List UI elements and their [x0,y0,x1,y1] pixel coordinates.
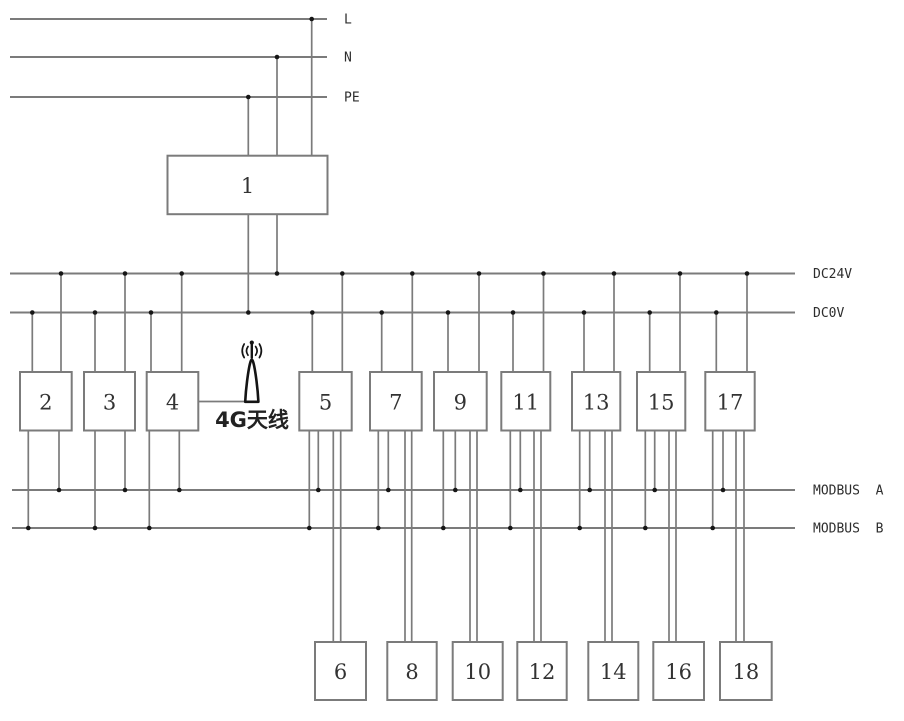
junction-dot [453,487,458,493]
device-box-6 [314,641,367,701]
device-box-1 [166,154,329,216]
junction-dot [376,525,381,531]
device-box-14-label: 14 [600,660,627,684]
antenna-icon: 4G天线 [198,340,289,432]
junction-dot [720,487,726,493]
junction-dot [581,310,587,315]
junction-dot [58,271,64,276]
bus-label-modbus-a: MODBUS A [813,484,884,499]
junction-dot [587,487,592,493]
bus-label-modbus-b: MODBUS B [813,522,884,537]
device-box-5 [298,371,353,432]
device-box-2-label: 2 [39,390,52,414]
junction-dot [744,271,750,276]
junction-dot [274,54,280,60]
junction-dot [677,271,683,276]
device-box-16-label: 16 [665,660,692,684]
device-box-4-label: 4 [166,390,179,414]
junction-dot [310,310,315,315]
radio-waves-icon [254,345,258,357]
device-box-10 [451,641,504,701]
junction-dot [710,525,715,531]
device-box-7 [369,371,423,432]
junction-dot [652,487,657,493]
junction-dot [441,525,446,531]
device-box-8-label: 8 [405,660,418,684]
junction-dot [147,525,152,531]
device-box-13 [571,371,622,432]
junction-dot [122,271,128,276]
junction-dot [379,310,385,315]
device-box-9-label: 9 [454,390,467,414]
radio-waves-icon [258,343,263,359]
junction-dot [577,525,582,531]
device-box-18 [719,641,773,701]
device-box-11 [500,371,552,432]
device-box-18-label: 18 [732,660,759,684]
device-box-11-label: 11 [512,390,539,414]
junction-dot [26,525,31,531]
device-box-16 [652,641,705,701]
device-box-13-label: 13 [583,390,610,414]
junction-dot [316,487,321,493]
device-box-1-label: 1 [241,174,254,198]
radio-waves-icon [241,343,246,359]
junction-dot [122,487,128,493]
device-box-17 [704,371,756,432]
radio-waves-icon [245,345,249,357]
device-box-6-label: 6 [334,660,347,684]
power-line-label-l: L [344,13,352,28]
junction-dot [246,94,251,100]
junction-dot [177,487,182,493]
junction-dot [508,525,513,531]
junction-dot [643,525,648,531]
antenna-label: 4G天线 [215,408,289,432]
device-box-17-label: 17 [717,390,744,414]
junction-dot [246,310,251,315]
junction-dot [309,16,315,22]
junction-dot [647,310,652,315]
junction-dot [445,310,451,315]
bus-label-dc24v: DC24V [813,267,852,282]
antenna-cone [243,358,260,404]
device-box-8 [386,641,438,701]
junction-dot [179,271,184,276]
device-box-10-label: 10 [464,660,491,684]
junction-dot [274,271,280,276]
junction-dot [307,525,312,531]
junction-dot [611,271,617,276]
device-box-4 [145,371,200,432]
device-box-14 [587,641,640,701]
device-box-2 [19,371,73,432]
bus-label-dc0v: DC0V [813,306,844,321]
junction-dot [92,310,98,315]
power-line-label-n: N [344,51,352,66]
device-box-3-label: 3 [103,390,116,414]
junction-dot [340,271,345,276]
device-box-9 [433,371,488,432]
junction-dot [148,310,154,315]
junction-dot [92,525,98,531]
junction-dot [541,271,546,276]
junction-dot [714,310,719,315]
device-box-15 [636,371,687,432]
device-box-7-label: 7 [389,390,402,414]
junction-dot [410,271,415,276]
junction-dot [56,487,62,493]
device-box-5-label: 5 [319,390,332,414]
power-line-label-pe: PE [344,91,360,106]
junction-dot [518,487,523,493]
junction-dot [386,487,391,493]
device-box-15-label: 15 [648,390,675,414]
device-box-12 [516,641,568,701]
antenna-tip [249,340,254,345]
device-box-3 [83,371,136,432]
junction-dot [510,310,516,315]
junction-dot [30,310,35,315]
junction-dot [476,271,482,276]
device-box-12-label: 12 [529,660,556,684]
